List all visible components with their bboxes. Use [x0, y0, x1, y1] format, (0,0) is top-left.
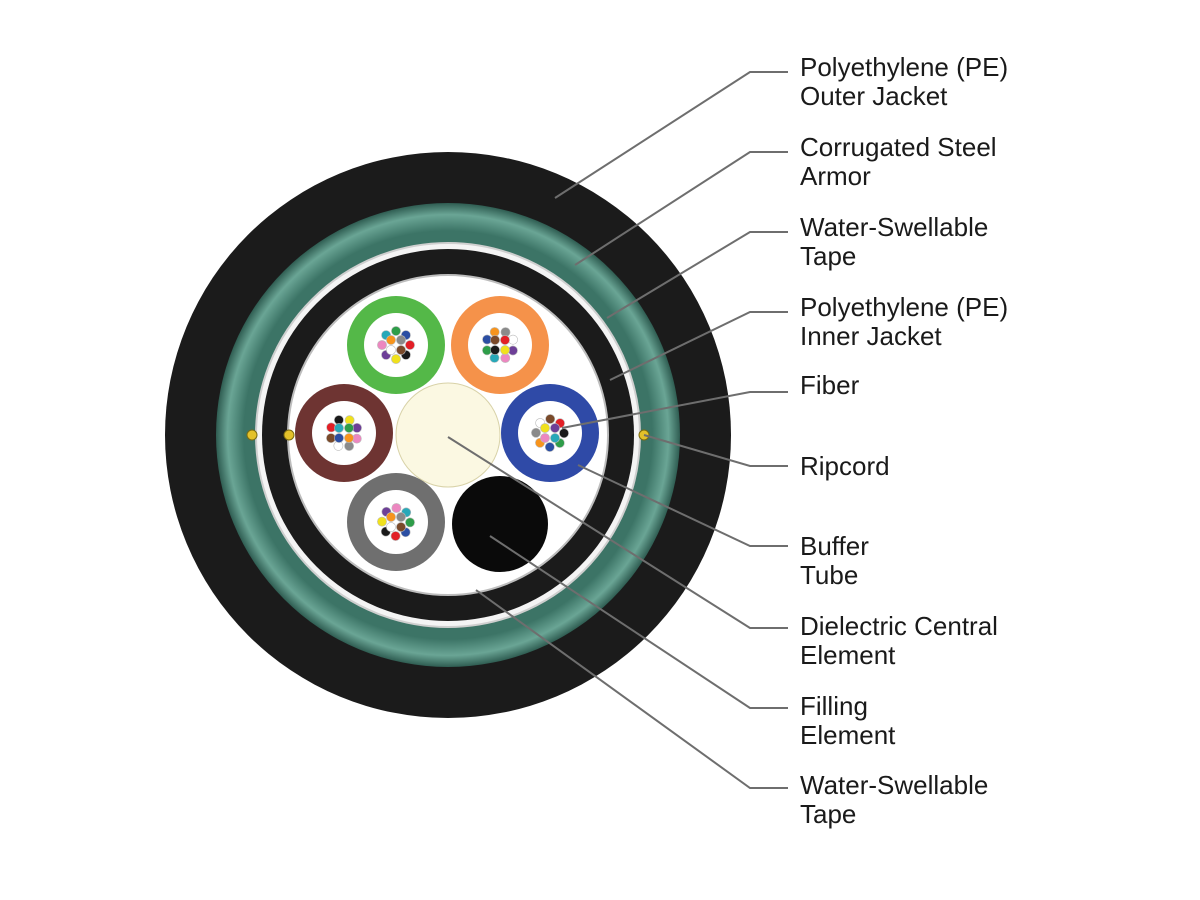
fiber-strand: [377, 516, 387, 527]
fiber-strand: [490, 345, 500, 355]
leader-buffer-tube: [577, 464, 788, 547]
leader-water-swellable-tape-outer: [606, 231, 788, 319]
fiber-strand: [396, 512, 406, 522]
fiber-strand: [334, 433, 344, 443]
fiber-strand: [344, 423, 354, 433]
fiber-strand: [490, 335, 500, 345]
label-filling-element: Filling Element: [800, 691, 896, 750]
label-ripcord: Ripcord: [800, 451, 890, 481]
central-element: [395, 382, 501, 488]
fiber-strand: [550, 433, 560, 443]
fiber-strand: [540, 423, 550, 433]
label-pe-outer-jacket: Polyethylene (PE) Outer Jacket: [800, 52, 1009, 111]
fiber-strand: [391, 326, 401, 336]
leader-ripcord: [643, 434, 788, 467]
leader-pe-inner-jacket: [609, 311, 788, 381]
buffer-tubes: [295, 296, 599, 571]
filling-element: [452, 476, 548, 572]
buffer-tube-interior: [468, 313, 532, 377]
fiber-strand: [344, 433, 354, 443]
buffer-tube-interior: [518, 401, 582, 465]
ripcord-left-inner: [283, 429, 295, 441]
label-dielectric-central-element: Dielectric Central Element: [800, 611, 998, 670]
fiber-strand: [386, 345, 396, 355]
fiber-strand: [531, 427, 541, 438]
fiber-strand: [391, 354, 401, 364]
leader-dielectric-central-element: [447, 436, 788, 629]
leader-fiber: [561, 391, 788, 429]
fiber-strand: [386, 522, 396, 532]
label-pe-inner-jacket: Polyethylene (PE) Inner Jacket: [800, 292, 1009, 351]
fiber-strand: [545, 414, 556, 424]
fiber-strand: [386, 512, 396, 522]
fiber-strand: [396, 345, 406, 355]
leader-corrugated-steel-armor: [574, 151, 788, 266]
fiber-strand: [500, 335, 510, 345]
fiber-strand: [396, 522, 406, 532]
fiber-strand: [390, 531, 401, 541]
fiber-strand: [559, 428, 569, 439]
fiber-strand: [544, 442, 555, 452]
fiber-strand: [334, 423, 344, 433]
fiber-strand: [550, 423, 560, 433]
buffer-tube-interior: [364, 490, 428, 554]
label-buffer-tube: Buffer Tube: [800, 531, 869, 590]
buffer-tube-interior: [312, 401, 376, 465]
fiber-strand: [500, 345, 510, 355]
label-corrugated-steel-armor: Corrugated Steel Armor: [800, 132, 997, 191]
fiber-strand: [405, 517, 415, 528]
fiber-strand: [386, 335, 396, 345]
label-fiber: Fiber: [800, 370, 860, 400]
fiber-strand: [391, 503, 402, 513]
leader-lines: [447, 71, 788, 789]
buffer-tube-interior: [364, 313, 428, 377]
ripcord-left-outer: [246, 429, 258, 441]
fiber-strand: [377, 340, 387, 350]
label-water-swellable-tape-inner: Water-Swellable Tape: [800, 770, 989, 829]
fiber-strand: [405, 340, 415, 350]
leader-pe-outer-jacket: [554, 71, 788, 199]
leader-water-swellable-tape-inner: [475, 589, 788, 789]
leader-filling-element: [489, 535, 788, 709]
label-water-swellable-tape-outer: Water-Swellable Tape: [800, 212, 989, 271]
fiber-strand: [396, 335, 406, 345]
fiber-strand: [540, 433, 550, 443]
